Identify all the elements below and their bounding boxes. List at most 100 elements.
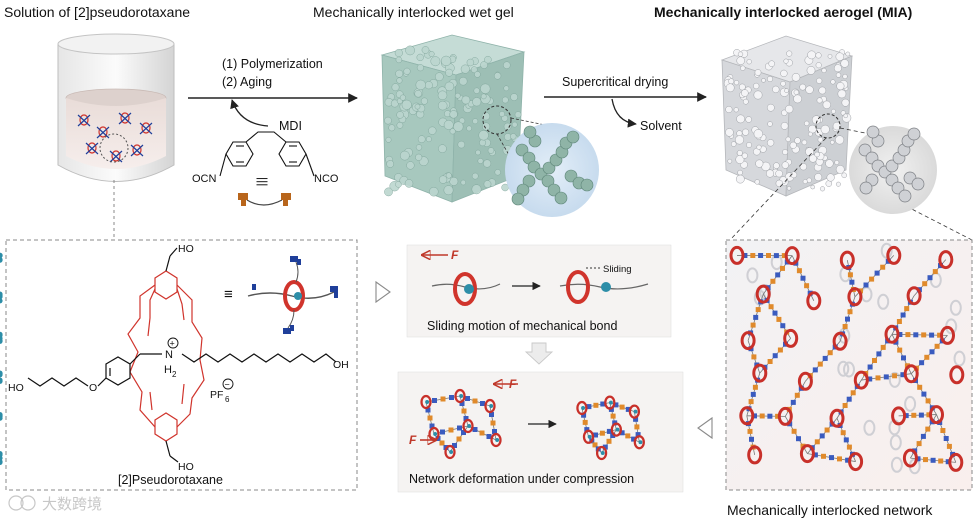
chain-segment bbox=[935, 344, 940, 349]
chain-segment bbox=[851, 390, 856, 395]
gel-particle bbox=[407, 162, 415, 170]
svg-text:+: + bbox=[170, 339, 175, 349]
gel-particle bbox=[406, 46, 415, 55]
aerogel-particle bbox=[835, 160, 839, 164]
aerogel-particle bbox=[820, 187, 825, 192]
aerogel-particle bbox=[768, 122, 773, 127]
aerogel-particle bbox=[740, 66, 745, 71]
gel-particle bbox=[474, 88, 480, 94]
chain-segment bbox=[828, 350, 833, 355]
chain-segment bbox=[925, 427, 930, 432]
chain-segment bbox=[845, 317, 850, 322]
chain-segment bbox=[480, 401, 485, 406]
chain-segment bbox=[480, 431, 485, 436]
deformation-force-1: F bbox=[509, 377, 517, 391]
aerogel-particle bbox=[738, 52, 743, 57]
watermark: 大数跨境 bbox=[9, 495, 102, 513]
gel-particle bbox=[488, 148, 494, 154]
aerogel-particle bbox=[741, 90, 748, 97]
gel-particle bbox=[455, 93, 460, 98]
chain-segment bbox=[440, 441, 445, 446]
aerogel-particle bbox=[802, 140, 807, 145]
chain-segment bbox=[465, 396, 470, 401]
aerogel-particle bbox=[816, 62, 822, 68]
chain-segment bbox=[791, 400, 796, 405]
chain-segment bbox=[929, 333, 934, 338]
gel-particle bbox=[473, 119, 478, 124]
ammonium-bead bbox=[616, 428, 620, 432]
aerogel-particle bbox=[836, 73, 841, 78]
gel-particle bbox=[495, 169, 501, 175]
chain-segment bbox=[843, 403, 848, 408]
aerogel-particle bbox=[807, 66, 815, 74]
aerogel-particle bbox=[826, 160, 834, 168]
aerogel-particle bbox=[808, 132, 812, 136]
aerogel-particle bbox=[836, 53, 844, 61]
chain-segment bbox=[897, 348, 902, 353]
gel-particle bbox=[418, 136, 425, 143]
gel-particle bbox=[445, 82, 454, 91]
aerogel-particle bbox=[805, 148, 813, 156]
aerogel-particle bbox=[762, 78, 766, 82]
aerogel-particle bbox=[816, 53, 822, 59]
gel-particle bbox=[459, 77, 467, 85]
chain-segment bbox=[804, 283, 809, 288]
chain-segment bbox=[938, 459, 943, 464]
chain-segment bbox=[933, 269, 938, 274]
gel-particle bbox=[502, 97, 508, 103]
deformation-force-2: F bbox=[409, 433, 417, 447]
chain-segment bbox=[821, 454, 826, 459]
aerogel-particle bbox=[742, 129, 749, 136]
chain-segment bbox=[901, 355, 906, 360]
chain-segment bbox=[872, 358, 877, 363]
gel-particle bbox=[479, 140, 485, 146]
chain-segment bbox=[884, 374, 889, 379]
aerogel-particle bbox=[835, 136, 844, 145]
gel-particle bbox=[384, 188, 392, 196]
chain-segment bbox=[440, 430, 445, 435]
aerogel-particle bbox=[844, 114, 848, 118]
nco-group: NCO bbox=[314, 173, 339, 185]
gel-particle bbox=[510, 134, 516, 140]
pseudorotaxane-cartoon bbox=[248, 256, 338, 334]
aerogel-particle bbox=[794, 95, 802, 103]
ammonium-bead bbox=[489, 404, 493, 408]
chain-segment bbox=[904, 306, 909, 311]
chain-segment bbox=[795, 393, 800, 398]
aerogel-particle bbox=[731, 142, 736, 147]
chain-segment bbox=[848, 309, 853, 314]
gel-particle bbox=[484, 56, 491, 63]
chain-segment bbox=[767, 414, 772, 419]
chain-segment bbox=[813, 367, 818, 372]
chain-segment bbox=[837, 456, 842, 461]
solution-jar bbox=[58, 34, 174, 182]
gel-particle bbox=[504, 86, 509, 91]
aerogel-particle bbox=[757, 145, 762, 150]
gel-particle bbox=[400, 151, 409, 160]
svg-text:−: − bbox=[225, 380, 230, 390]
aerogel-particle bbox=[739, 84, 745, 90]
chain-segment bbox=[841, 430, 846, 435]
gel-particle bbox=[416, 80, 426, 90]
chain-segment bbox=[897, 319, 902, 324]
chain-segment bbox=[770, 279, 775, 284]
gel-particle bbox=[417, 64, 424, 71]
aerogel-particle bbox=[729, 79, 734, 84]
sliding-tag: Sliding bbox=[603, 264, 632, 275]
gel-particle bbox=[396, 57, 402, 63]
step1-label: (1) Polymerization bbox=[222, 57, 323, 71]
gel-particle bbox=[472, 98, 481, 107]
deformation-caption: Network deformation under compression bbox=[409, 472, 634, 486]
gel-particle bbox=[421, 98, 428, 105]
wetgel-title: Mechanically interlocked wet gel bbox=[313, 4, 514, 20]
aerogel-particle bbox=[754, 129, 763, 138]
gel-particle bbox=[384, 117, 391, 124]
gel-particle bbox=[438, 91, 447, 100]
solvent-label: Solvent bbox=[640, 119, 682, 133]
svg-text:2: 2 bbox=[172, 370, 177, 379]
chain-segment bbox=[931, 458, 936, 463]
gel-particle bbox=[446, 173, 452, 179]
chain-segment bbox=[922, 281, 927, 286]
gel-particle bbox=[417, 54, 424, 61]
aerogel-particle bbox=[822, 68, 827, 73]
